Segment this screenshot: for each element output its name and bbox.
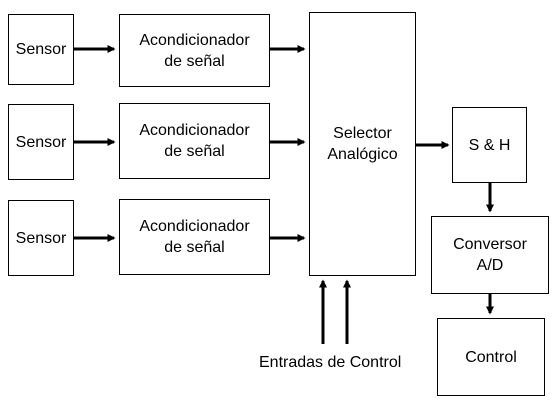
conditioner-box-1: Acondicionador de señal <box>119 14 270 87</box>
ad-converter-box: Conversor A/D <box>431 216 549 294</box>
sensor-box-2: Sensor <box>8 104 74 180</box>
sample-hold-box: S & H <box>452 107 527 183</box>
conditioner-box-2: Acondicionador de señal <box>119 103 270 179</box>
control-box: Control <box>437 318 545 396</box>
control-inputs-label: Entradas de Control <box>259 354 402 371</box>
analog-selector-box: Selector Analógico <box>309 12 416 276</box>
sensor-box-3: Sensor <box>8 200 74 276</box>
conditioner-box-3: Acondicionador de señal <box>119 199 270 275</box>
sensor-box-1: Sensor <box>8 14 74 85</box>
